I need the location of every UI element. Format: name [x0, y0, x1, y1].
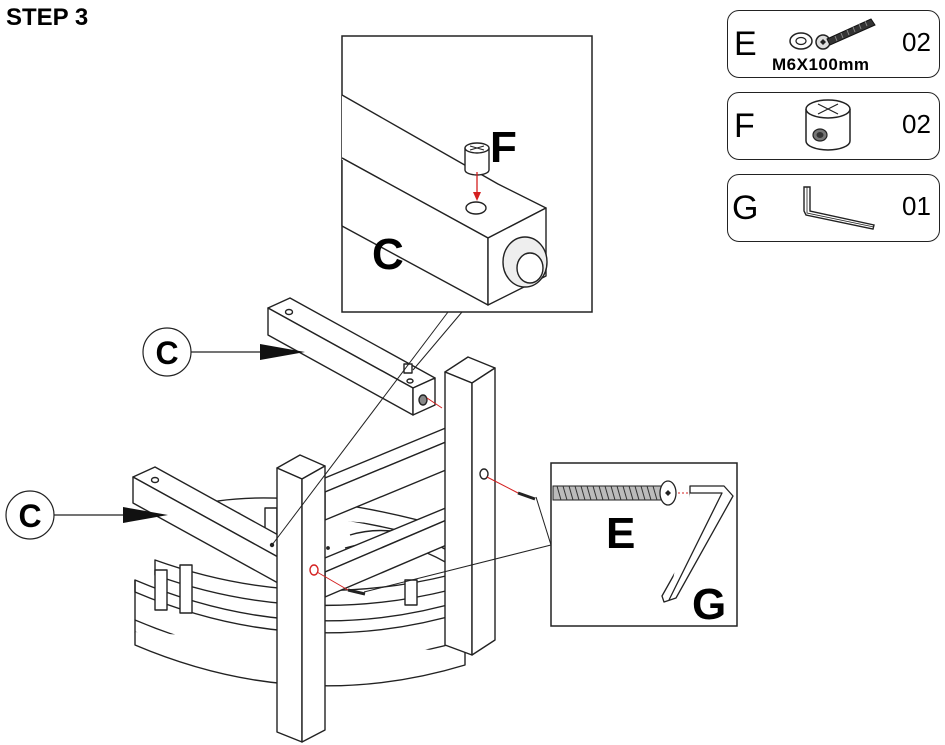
bolt-e-left	[347, 588, 366, 596]
detail-label-g: G	[692, 580, 726, 629]
detail-label-e: E	[606, 509, 635, 558]
part-row-f: F 02	[727, 92, 940, 160]
part-letter: E	[734, 25, 757, 63]
slat-post	[154, 569, 168, 611]
detail-box-side: E G	[550, 462, 738, 629]
allen-key-detail	[661, 485, 734, 603]
bolt-e-right	[517, 491, 536, 501]
part-row-e: E M6X100mm 02	[727, 10, 940, 78]
part-letter: F	[734, 107, 755, 145]
part-row-g: G 01	[727, 174, 940, 242]
detail-box-top: F C	[341, 35, 593, 313]
part-spec: M6X100mm	[772, 55, 870, 74]
svg-text:C: C	[155, 335, 178, 371]
allen-key-icon	[803, 186, 875, 230]
detail-label-f: F	[490, 123, 517, 172]
bolt-e-detail	[552, 480, 677, 506]
rail-c-upper	[267, 297, 436, 416]
bolt-and-washer-icon	[789, 18, 876, 50]
slat-post	[404, 579, 418, 606]
part-qty: 01	[902, 191, 931, 221]
rear-right-leg	[444, 356, 496, 656]
front-leg	[276, 454, 330, 743]
slat-post	[179, 564, 193, 614]
barrel-nut-icon	[805, 99, 851, 151]
part-qty: 02	[902, 109, 931, 139]
callout-c-upper: C	[142, 327, 305, 377]
step-title: STEP 3	[6, 4, 89, 31]
part-letter: G	[732, 189, 759, 227]
part-qty: 02	[902, 27, 931, 57]
svg-text:C: C	[18, 498, 41, 534]
callout-c-lower: C	[5, 490, 168, 540]
detail-label-c: C	[372, 230, 404, 279]
